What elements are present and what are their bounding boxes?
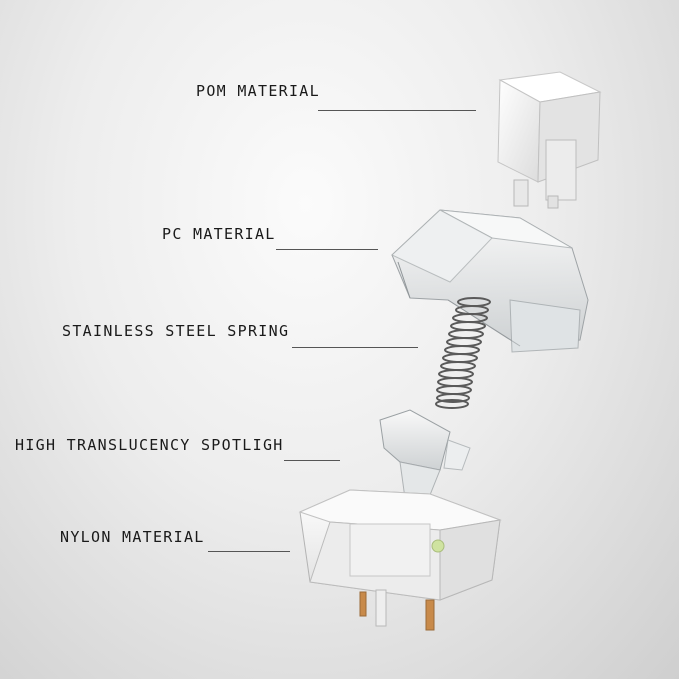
nylon-bottom-housing	[298, 489, 502, 631]
pc-top-housing	[391, 209, 589, 353]
label-spotlight: HIGH TRANSLUCENCY SPOTLIGH	[15, 436, 284, 454]
label-stainless-steel-spring: STAINLESS STEEL SPRING	[62, 322, 290, 340]
leader-line-spotlight	[284, 460, 340, 461]
label-nylon-material: NYLON MATERIAL	[60, 528, 205, 546]
pom-stem	[497, 71, 602, 209]
leader-line-spring	[292, 347, 418, 348]
leader-line-nylon	[208, 551, 290, 552]
label-pom-material: POM MATERIAL	[196, 82, 320, 100]
leader-line-pc	[276, 249, 378, 250]
stainless-steel-spring	[435, 297, 491, 409]
leader-line-pom	[318, 110, 476, 111]
label-pc-material: PC MATERIAL	[162, 225, 276, 243]
